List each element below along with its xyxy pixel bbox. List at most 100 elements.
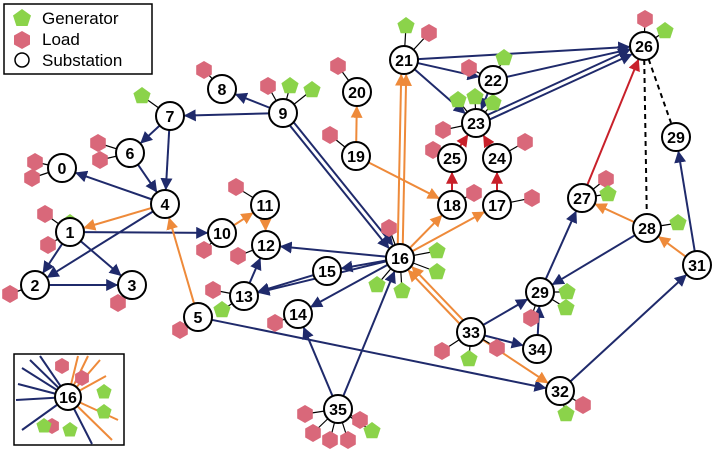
generator-icon — [428, 263, 445, 279]
edge-16-to-21 — [398, 75, 401, 244]
inset-node-label: 16 — [59, 390, 77, 407]
node-label: 13 — [235, 289, 253, 306]
edge-31-to-29b — [678, 152, 694, 251]
edge-33-to-29 — [483, 300, 527, 325]
load-icon — [196, 241, 212, 259]
load-icon — [230, 247, 246, 265]
substation-node-29: 29 — [526, 278, 554, 306]
edge-16-to-21 — [403, 75, 406, 244]
substation-node-14: 14 — [284, 300, 312, 328]
substation-node-29b: 29 — [662, 123, 690, 151]
node-label: 29 — [667, 130, 685, 147]
edge-9-to-16 — [290, 125, 389, 247]
substation-node-23: 23 — [462, 109, 490, 137]
node-label: 15 — [318, 264, 336, 281]
node-label: 5 — [194, 310, 203, 327]
node-label: 22 — [484, 73, 502, 90]
node-label: 3 — [128, 278, 137, 295]
generator-icon — [599, 185, 616, 201]
node-label: 31 — [688, 258, 706, 275]
substation-node-25: 25 — [438, 144, 466, 172]
load-icon — [90, 134, 106, 152]
load-icon — [260, 77, 276, 95]
load-icon — [267, 314, 283, 332]
node-label: 35 — [329, 402, 347, 419]
load-icon — [322, 431, 338, 449]
load-icon — [40, 236, 56, 254]
substation-node-15: 15 — [313, 257, 341, 285]
substation-node-35: 35 — [324, 395, 352, 423]
node-label: 18 — [443, 198, 461, 215]
node-label: 25 — [443, 151, 461, 168]
node-label: 17 — [488, 198, 506, 215]
substation-node-5: 5 — [184, 303, 212, 331]
load-icon — [523, 309, 539, 327]
load-icon — [637, 10, 653, 28]
node-label: 7 — [166, 109, 175, 126]
substation-node-32: 32 — [546, 377, 574, 405]
edge-10-to-11 — [234, 213, 253, 225]
substation-node-8: 8 — [208, 75, 236, 103]
substation-node-34: 34 — [523, 335, 551, 363]
node-label: 11 — [257, 198, 274, 215]
edge-9-to-8 — [236, 94, 270, 107]
load-icon — [27, 153, 43, 171]
node-label: 28 — [638, 221, 656, 238]
load-icon — [434, 342, 450, 360]
edge-19-to-20 — [356, 107, 357, 142]
generator-icon — [656, 22, 673, 38]
substation-node-31: 31 — [683, 251, 711, 279]
load-icon — [435, 121, 451, 139]
substation-node-12: 12 — [252, 231, 280, 259]
load-icon — [466, 184, 482, 202]
generator-icon — [460, 350, 477, 366]
substation-node-6: 6 — [116, 139, 144, 167]
node-label: 10 — [213, 226, 231, 243]
load-icon — [322, 126, 338, 144]
generator-icon — [495, 49, 512, 65]
edge-1-to-10 — [84, 232, 207, 233]
substation-node-33: 33 — [457, 318, 485, 346]
legend-generator-label: Generator — [42, 9, 119, 28]
edge-1-to-3 — [81, 241, 121, 275]
load-icon — [517, 133, 533, 151]
load-icon — [305, 424, 321, 442]
legend: Generator Load Substation — [4, 4, 152, 74]
node-label: 16 — [391, 251, 409, 268]
edge-7-to-4 — [166, 130, 169, 189]
generator-icon — [281, 77, 298, 93]
node-label: 19 — [347, 149, 365, 166]
generator-icon — [449, 91, 466, 107]
load-icon — [330, 57, 346, 75]
generator-icon — [558, 283, 575, 299]
substation-node-17: 17 — [483, 191, 511, 219]
edge-4-to-0 — [76, 173, 152, 199]
load-icon — [340, 431, 356, 449]
generator-icon — [557, 405, 574, 421]
edge-9-to-16 — [294, 122, 393, 244]
node-label: 9 — [279, 106, 288, 123]
edge-25-to-23 — [460, 135, 468, 146]
edge-27-to-26 — [587, 60, 638, 185]
edge-15-to-13 — [258, 275, 313, 292]
edge-13-to-12 — [250, 259, 261, 283]
node-label: 4 — [161, 197, 170, 214]
load-icon — [575, 396, 591, 414]
node-label: 29 — [531, 285, 549, 302]
node-label: 21 — [395, 53, 413, 70]
generator-icon — [393, 282, 410, 298]
substation-node-13: 13 — [230, 282, 258, 310]
substation-node-9: 9 — [269, 99, 297, 127]
substation-node-24: 24 — [483, 144, 511, 172]
generator-icon — [466, 88, 483, 104]
node-label: 12 — [257, 238, 275, 255]
edge-29-to-27 — [546, 212, 576, 280]
substation-node-28: 28 — [633, 214, 661, 242]
substation-node-10: 10 — [208, 219, 236, 247]
load-icon — [524, 189, 540, 207]
edge-31-to-28 — [659, 237, 686, 257]
substation-node-11: 11 — [251, 191, 279, 219]
load-icon — [297, 405, 313, 423]
substation-node-3: 3 — [118, 271, 146, 299]
